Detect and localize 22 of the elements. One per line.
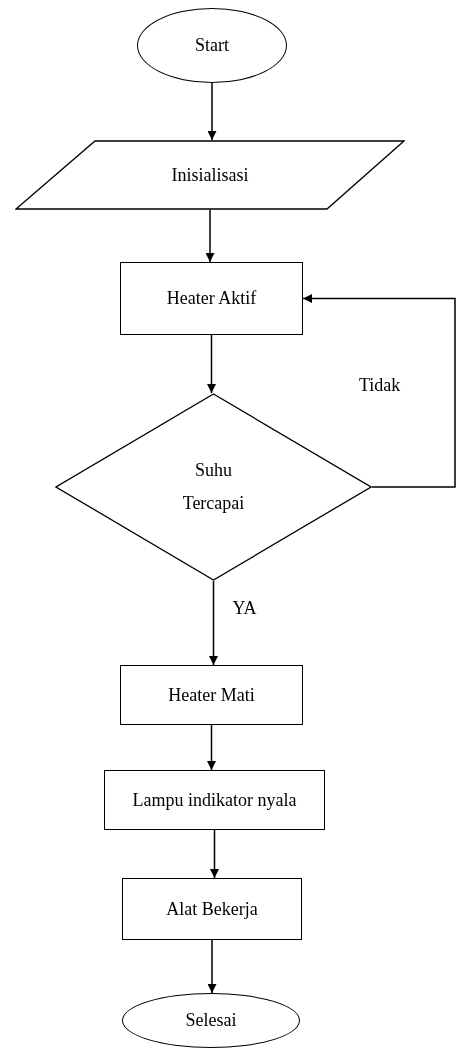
node-label: Start: [195, 34, 229, 57]
arrow: [205, 209, 215, 263]
arrow: [207, 82, 217, 141]
process-box: [122, 878, 302, 940]
arrow: [209, 580, 218, 666]
arrow: [207, 724, 216, 771]
process-box: [104, 770, 325, 830]
arrow: [302, 294, 456, 488]
node-label: Heater Aktif: [166, 287, 257, 310]
input-parallelogram: [15, 140, 405, 210]
node-label: Inisialisasi: [171, 163, 249, 187]
process-box: [120, 262, 303, 335]
node-label: Suhu Tercapai: [181, 459, 246, 515]
decision-diamond: [55, 393, 372, 581]
node-label: Alat Bekerja: [166, 897, 258, 921]
node-label: Lampu indikator nyala: [132, 788, 297, 812]
process-box: [120, 665, 303, 725]
node-label: Selesai: [185, 1009, 237, 1032]
node-label: Heater Mati: [168, 683, 255, 707]
arrow: [210, 829, 219, 879]
arrow: [207, 334, 216, 394]
arrow: [207, 939, 217, 994]
